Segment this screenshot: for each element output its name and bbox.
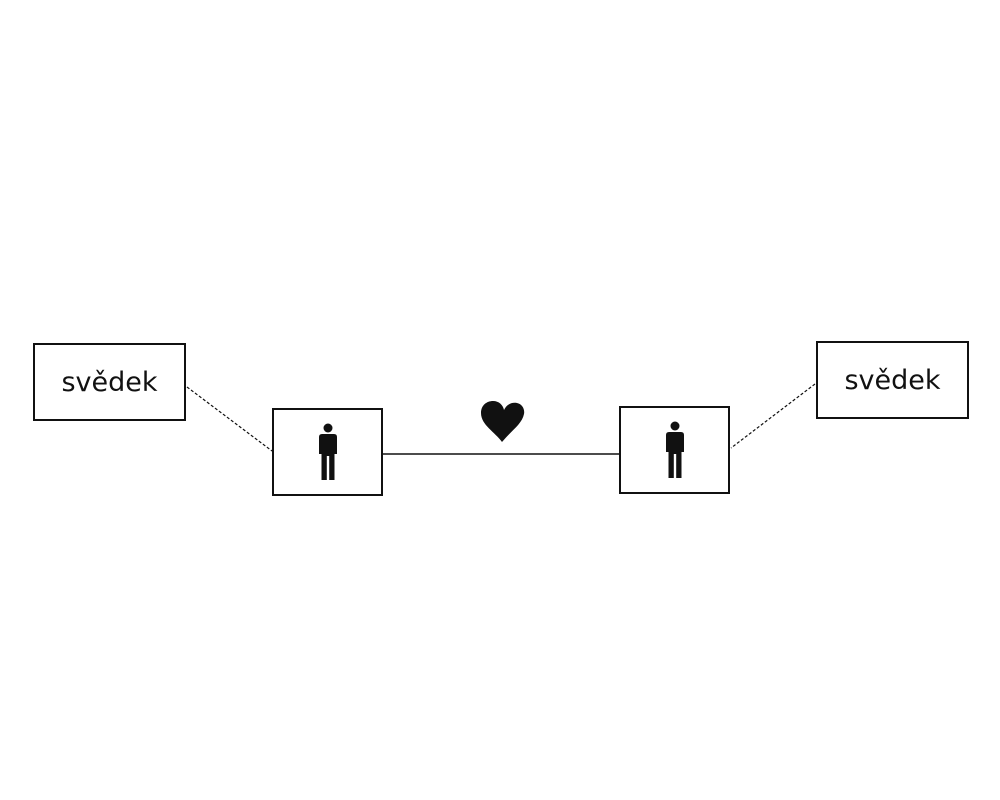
person-icon [318, 423, 337, 480]
witness-box-right: svědek [816, 341, 969, 419]
heart-icon [481, 401, 525, 442]
witness-label-left: svědek [61, 366, 158, 398]
witness-box-left: svědek [33, 343, 186, 421]
witness-label-right: svědek [844, 364, 941, 396]
left-witness-connector [186, 386, 273, 452]
person-box-right [619, 406, 730, 494]
person-icon [665, 421, 684, 478]
right-witness-connector [730, 383, 816, 449]
person-box-left [272, 408, 383, 496]
